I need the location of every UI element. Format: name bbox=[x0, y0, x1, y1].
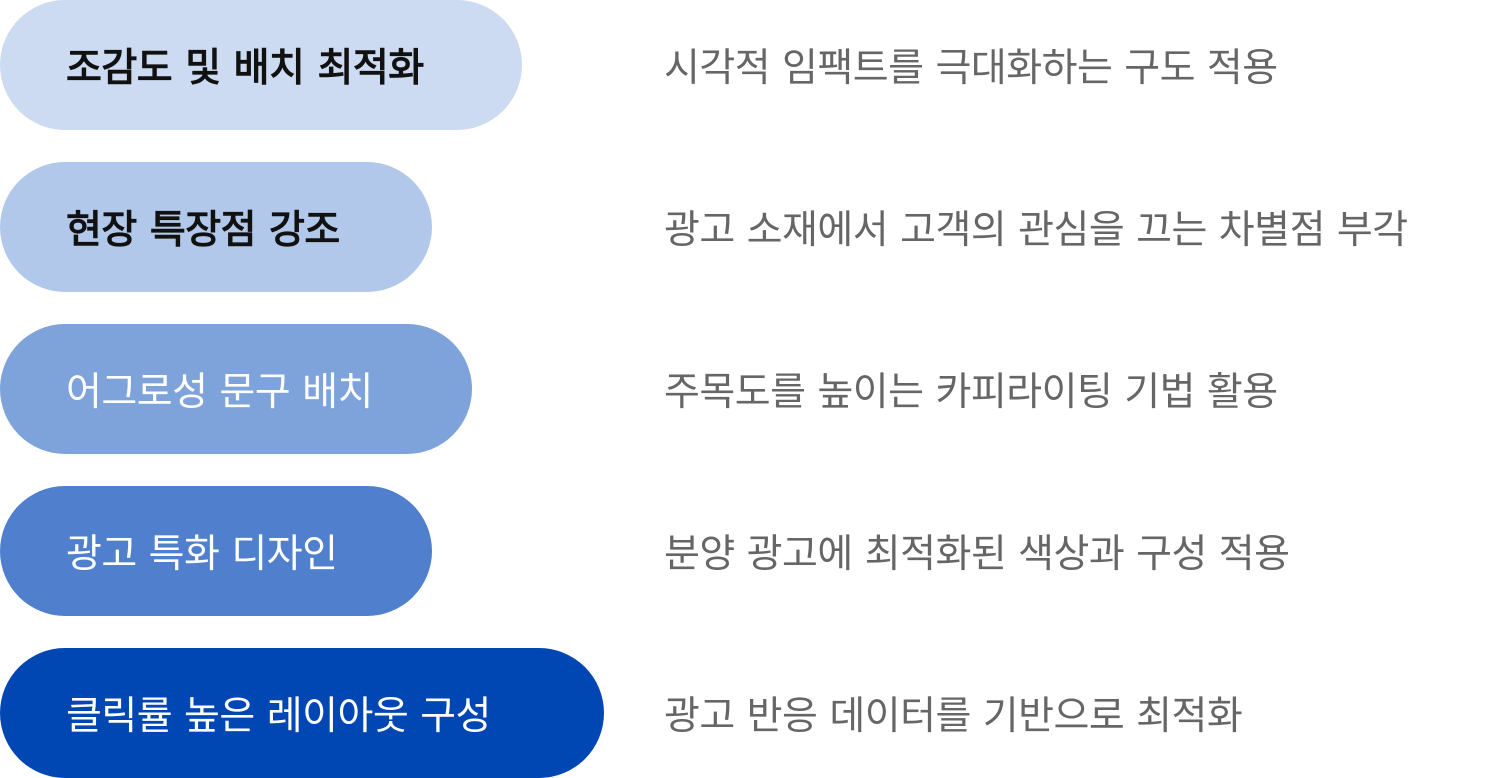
feature-row: 어그로성 문구 배치 주목도를 높이는 카피라이팅 기법 활용 bbox=[0, 324, 1494, 454]
feature-description-text: 주목도를 높이는 카피라이팅 기법 활용 bbox=[664, 370, 1278, 415]
feature-label: 클릭률 높은 레이아웃 구성 bbox=[66, 694, 491, 739]
feature-row: 현장 특장점 강조 광고 소재에서 고객의 관심을 끄는 차별점 부각 bbox=[0, 162, 1494, 292]
feature-pill: 광고 특화 디자인 bbox=[0, 486, 432, 616]
feature-label: 광고 특화 디자인 bbox=[66, 532, 338, 577]
feature-label: 어그로성 문구 배치 bbox=[66, 370, 373, 415]
feature-pill: 클릭률 높은 레이아웃 구성 bbox=[0, 648, 604, 778]
feature-description: 주목도를 높이는 카피라이팅 기법 활용 bbox=[664, 324, 1278, 454]
feature-description-text: 광고 반응 데이터를 기반으로 최적화 bbox=[664, 694, 1243, 739]
feature-row: 클릭률 높은 레이아웃 구성 광고 반응 데이터를 기반으로 최적화 bbox=[0, 648, 1494, 778]
feature-label: 현장 특장점 강조 bbox=[66, 208, 340, 253]
feature-pill: 현장 특장점 강조 bbox=[0, 162, 432, 292]
feature-row: 조감도 및 배치 최적화 시각적 임팩트를 극대화하는 구도 적용 bbox=[0, 0, 1494, 130]
feature-row: 광고 특화 디자인 분양 광고에 최적화된 색상과 구성 적용 bbox=[0, 486, 1494, 616]
feature-description-text: 시각적 임팩트를 극대화하는 구도 적용 bbox=[664, 46, 1278, 91]
feature-description: 광고 반응 데이터를 기반으로 최적화 bbox=[664, 648, 1243, 778]
feature-pill: 어그로성 문구 배치 bbox=[0, 324, 472, 454]
feature-description-text: 광고 소재에서 고객의 관심을 끄는 차별점 부각 bbox=[664, 208, 1408, 253]
feature-description: 광고 소재에서 고객의 관심을 끄는 차별점 부각 bbox=[664, 162, 1408, 292]
feature-description: 분양 광고에 최적화된 색상과 구성 적용 bbox=[664, 486, 1290, 616]
feature-label: 조감도 및 배치 최적화 bbox=[66, 46, 424, 91]
feature-pill: 조감도 및 배치 최적화 bbox=[0, 0, 522, 130]
feature-description-text: 분양 광고에 최적화된 색상과 구성 적용 bbox=[664, 532, 1290, 577]
feature-description: 시각적 임팩트를 극대화하는 구도 적용 bbox=[664, 0, 1278, 130]
